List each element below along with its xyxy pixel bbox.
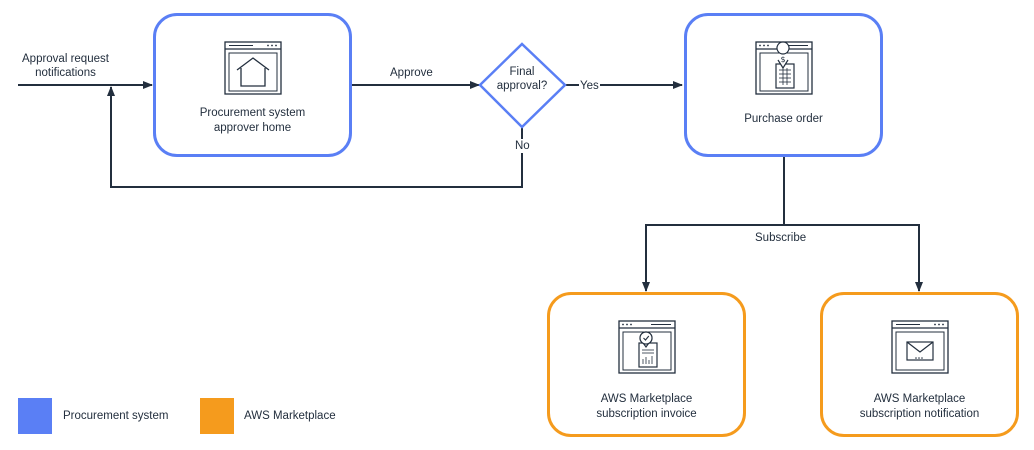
- notification-node: AWS Marketplace subscription notificatio…: [820, 292, 1019, 437]
- invoice-label: AWS Marketplace subscription invoice: [596, 393, 697, 420]
- incoming-label: Approval request notifications: [22, 53, 109, 79]
- invoice-node: AWS Marketplace subscription invoice: [547, 292, 746, 437]
- purchase-order-label: Purchase order: [744, 113, 823, 125]
- purchase-order-node: $ Purchase order: [684, 13, 883, 157]
- envelope-window-icon: [890, 320, 949, 374]
- invoice-icon: [617, 320, 676, 374]
- decision-label: Final approval?: [496, 66, 548, 92]
- legend-label-marketplace: AWS Marketplace: [244, 410, 336, 422]
- approver-home-label: Procurement system approver home: [199, 107, 306, 134]
- no-label: No: [514, 139, 531, 153]
- decision-diamond: [478, 42, 567, 129]
- edge-no-loop: [107, 86, 523, 188]
- edge-subscribe-notification: [784, 224, 923, 292]
- document-dollar-icon: $: [754, 41, 813, 95]
- yes-label: Yes: [579, 79, 600, 93]
- legend-label-procurement: Procurement system: [63, 410, 169, 422]
- legend-swatch-procurement: [18, 398, 52, 434]
- approver-home-node: Procurement system approver home: [153, 13, 352, 157]
- notification-label: AWS Marketplace subscription notificatio…: [859, 393, 980, 420]
- approve-label: Approve: [390, 67, 433, 79]
- subscribe-label: Subscribe: [755, 232, 807, 244]
- svg-text:$: $: [780, 55, 785, 64]
- edge-subscribe-invoice: [642, 224, 784, 292]
- house-window-icon: [223, 41, 282, 95]
- legend-swatch-marketplace: [200, 398, 234, 434]
